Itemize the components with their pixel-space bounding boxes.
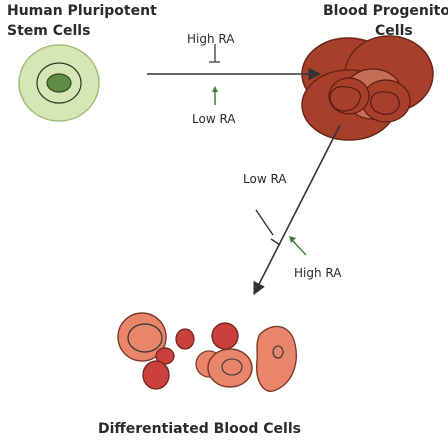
diagonal-indicator-right	[291, 239, 307, 256]
diagonal-low-ra-label: Low RA	[243, 172, 287, 186]
target-title-line-2: Cells	[375, 23, 413, 39]
top-low-ra-label: Low RA	[192, 112, 236, 126]
top-high-ra-label: High RA	[187, 32, 235, 46]
progenitor-cluster	[301, 35, 434, 141]
diagonal-indicator-left	[255, 209, 274, 236]
diagonal-indicator-right-head	[289, 236, 296, 243]
stem-cell	[18, 44, 100, 122]
source-title-line-1: Human Pluripotent	[7, 3, 157, 19]
bottom-title: Differentiated Blood Cells	[98, 421, 301, 437]
diagonal-high-ra-label: High RA	[294, 266, 342, 280]
differentiated-cells	[117, 312, 297, 392]
target-title-line-1: Blood Progenitor	[323, 3, 448, 19]
main-diagonal-arrow	[253, 124, 341, 296]
low-ra-indicator-head	[212, 86, 218, 92]
source-title-line-2: Stem Cells	[7, 23, 91, 39]
diagonal-indicator-left-cap	[270, 238, 281, 246]
